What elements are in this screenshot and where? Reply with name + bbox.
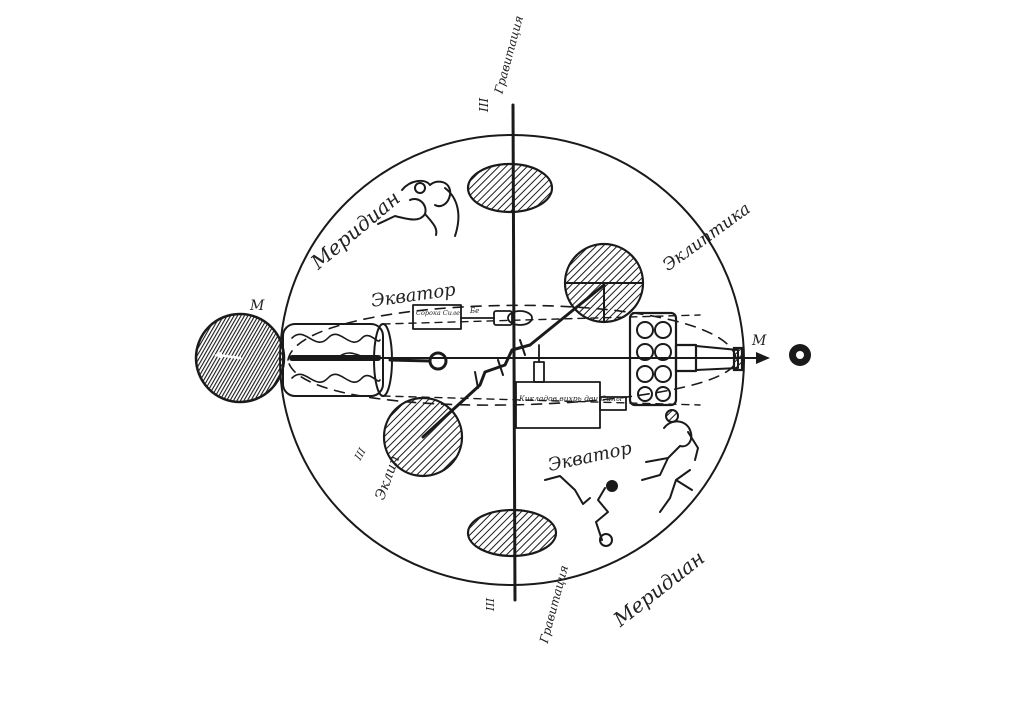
label-ecliptic-upper: Эклиптика: [659, 199, 754, 276]
center-label-box: [516, 382, 600, 428]
label-box-upper: Сорока Силе: [416, 309, 460, 317]
label-equator-lower: Экватор: [546, 438, 634, 476]
label-meridian-upper: Меридиан: [305, 186, 404, 275]
label-left-roman: III: [353, 446, 369, 464]
right-arrowhead: [756, 352, 770, 364]
bottom-ellipse: [468, 510, 556, 556]
label-box-upper-small: Бе: [469, 307, 479, 315]
label-left-m: М: [249, 298, 265, 314]
ring-handle: [430, 353, 446, 369]
label-bottom-roman: III: [484, 597, 497, 612]
label-left-side: Эклип: [372, 454, 403, 503]
top-ellipse: [468, 164, 552, 212]
label-bottom-axis: Гравитация: [537, 564, 572, 646]
floating-figures-lower-right: [545, 410, 698, 546]
label-top-axis: Гравитация: [491, 14, 526, 96]
label-right-m: М: [751, 333, 767, 349]
label-box-center: Кикладов вихрь дви Силы: [518, 394, 622, 403]
label-top-roman: III: [477, 98, 491, 113]
